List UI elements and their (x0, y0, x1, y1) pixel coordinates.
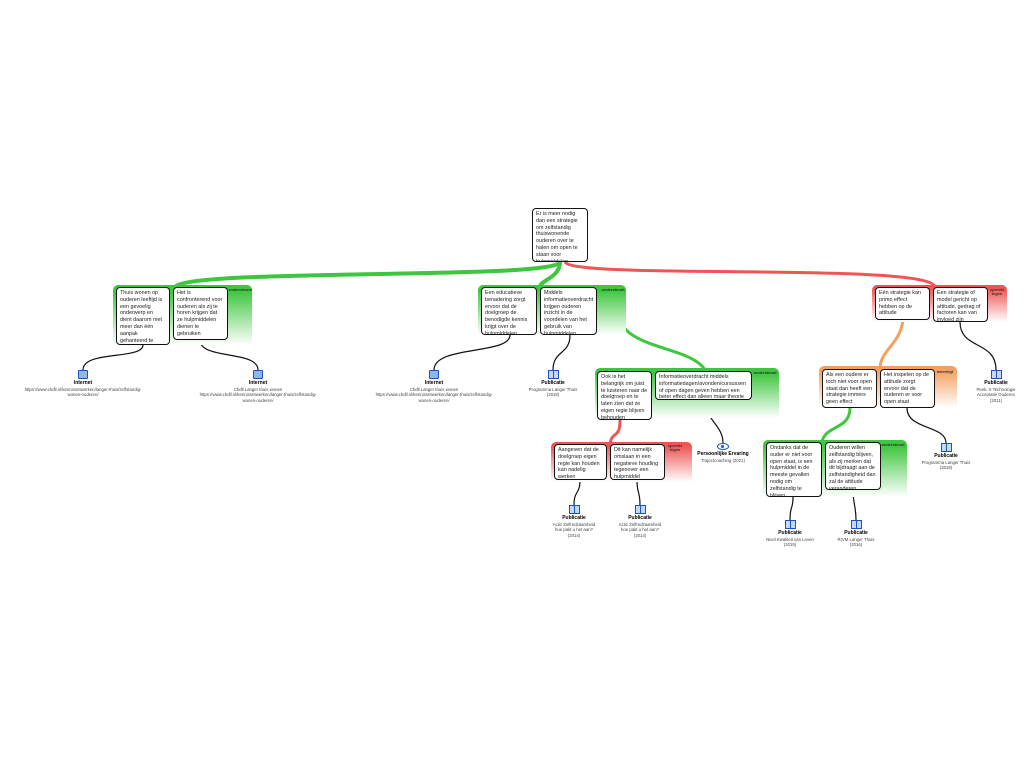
reason-box[interactable]: Thuis wonen op ouderen leeftijd is een g… (116, 287, 170, 345)
source-text: Programma Langer Thuis (2018) (921, 459, 971, 471)
computer-icon (253, 370, 263, 379)
source-type: Publicatie (984, 380, 1008, 387)
rebut-link (878, 319, 905, 370)
eye-icon (717, 443, 729, 450)
source-type: Publicatie (778, 530, 802, 537)
rebuttal-box[interactable]: Als een oudere er toch niet voor open st… (822, 369, 877, 408)
source-type: Publicatie (844, 530, 868, 537)
reason-box[interactable]: Ondanks dat de ouder er niet voor open s… (766, 442, 822, 497)
computer-icon (429, 370, 439, 379)
oppose-link (563, 260, 937, 288)
source-type: Internet (248, 380, 268, 387)
source-type: Publicatie (628, 515, 652, 522)
relation-label: weerlegt (936, 369, 954, 374)
book-icon (547, 370, 559, 379)
support-link (616, 311, 707, 371)
reason-box[interactable]: Een educatieve benadering zorgt ervoor d… (481, 287, 537, 335)
source-type: Internet (424, 380, 444, 387)
computer-icon (78, 370, 88, 379)
source-text: Trajectcoaching (2021) (701, 457, 745, 463)
relation-label: spreekt tegen (667, 443, 683, 452)
source-text: RIVM Langer Thuis (2016) (837, 536, 875, 548)
book-icon (990, 370, 1002, 379)
objection-box[interactable]: Eén strategie kan primo effect hebben op… (875, 287, 930, 320)
relation-label: ondersteunt (753, 370, 777, 375)
root-claim[interactable]: Er is meer nodig dan een strategie om ze… (532, 208, 588, 262)
relation-label: ondersteunt (229, 287, 253, 292)
book-icon (634, 505, 646, 514)
source-text: Peek. S Technologie Acceptatie Ouderen (… (976, 386, 1016, 403)
source-text: Actiz Zelfredzaamheid hoe pakt u het aan… (552, 521, 596, 538)
reason-box[interactable]: Informatieoverdracht middels informatied… (655, 371, 752, 400)
book-icon (940, 443, 952, 452)
support-link (173, 260, 562, 289)
support-link (820, 407, 852, 443)
relation-label: ondersteunt (601, 287, 625, 292)
objection-box[interactable]: Aangeven dat de doelgroep eigen regie ka… (554, 444, 607, 480)
reason-box[interactable]: Het is confronterend voor ouderen als zi… (173, 287, 228, 340)
source-text: Actiz Zelfredzaamheid hoe pakt u het aan… (618, 521, 662, 538)
relation-label: spreekt tegen (989, 287, 1005, 296)
source-type: Publicatie (934, 453, 958, 460)
source-type: Internet (73, 380, 93, 387)
source-text: https://www.chdll.nl/kennisnetwerken/lan… (24, 386, 142, 398)
book-icon (850, 520, 862, 529)
source-text: Programma Langer Thuis (2018) (528, 386, 578, 398)
reason-box[interactable]: Ouderen willen zelfstandig blijven, als … (825, 442, 881, 490)
rebuttal-box[interactable]: Het inspelen op de attitude zorgt ervoor… (880, 369, 935, 408)
source-type: Publicatie (541, 380, 565, 387)
reason-box[interactable]: Ook is het belangrijk om juist te luiste… (597, 371, 652, 420)
objection-box[interactable]: Dit kan namelijk omslaan in een negatiev… (610, 444, 665, 480)
relation-label: ondersteunt (881, 442, 905, 447)
book-icon (568, 505, 580, 514)
reason-box[interactable]: Middels informatieoverdracht krijgen oud… (540, 287, 597, 335)
source-text: Chdll Langer thuis wonen https://www.chd… (375, 386, 493, 403)
source-type: Persoonlijke Ervaring (697, 451, 749, 458)
source-type: Publicatie (562, 515, 586, 522)
source-text: Nivel Kwaliteit van Leven (2019) (766, 536, 814, 548)
objection-box[interactable]: Een strategie of model gericht op attitu… (933, 287, 988, 322)
oppose-link (608, 419, 622, 445)
book-icon (784, 520, 796, 529)
source-text: Chdll Langer thuis wonen https://www.chd… (199, 386, 317, 403)
